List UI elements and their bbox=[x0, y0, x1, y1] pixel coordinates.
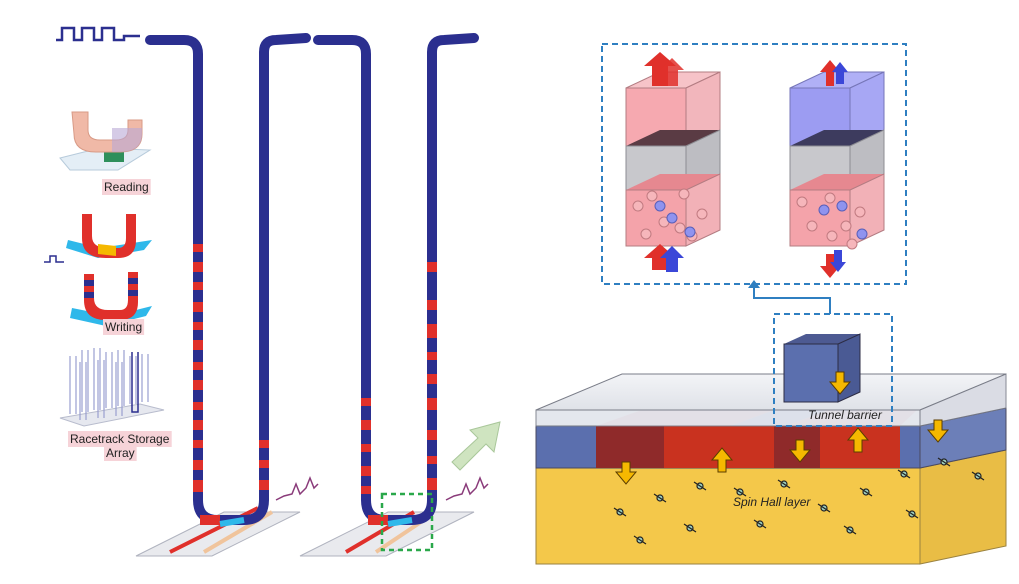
storage-label-line1: Racetrack Storage bbox=[70, 432, 170, 446]
zoom-arrow-icon bbox=[451, 421, 501, 471]
racetrack-1 bbox=[135, 33, 319, 557]
pulse-waveform-icon bbox=[56, 26, 140, 42]
pulse-waveform-icon bbox=[275, 475, 319, 501]
reading-label: Reading bbox=[104, 180, 149, 194]
pillar-zoom-box bbox=[773, 313, 893, 427]
connector-line bbox=[753, 286, 831, 314]
spin-arrow-icon bbox=[820, 254, 840, 278]
writing-head-icon bbox=[44, 214, 152, 326]
zoom-region-box bbox=[380, 492, 434, 552]
racetrack-2 bbox=[299, 33, 489, 557]
spin-hall-layer-label: Spin Hall layer bbox=[733, 495, 811, 509]
writing-label-highlight bbox=[103, 319, 145, 335]
racetrack-cross-section bbox=[535, 313, 1007, 565]
storage-label-line2: Array bbox=[106, 446, 135, 460]
reading-head-icon bbox=[59, 111, 152, 171]
reading-label-highlight bbox=[102, 179, 151, 195]
tunnel-barrier-label: Tunnel barrier bbox=[808, 408, 883, 422]
writing-label: Writing bbox=[105, 320, 142, 334]
racetrack-array-icon bbox=[59, 348, 165, 427]
storage-label-line2-highlight bbox=[104, 445, 137, 461]
spin-arrow-icon bbox=[820, 60, 840, 86]
mtj-stack-parallel bbox=[625, 52, 721, 272]
magnetization-arrow-icon bbox=[614, 371, 950, 485]
mtj-stack-antiparallel bbox=[789, 60, 885, 278]
electron-icon bbox=[632, 188, 708, 242]
spin-arrow-icon bbox=[613, 457, 985, 545]
electron-icon bbox=[796, 192, 868, 250]
pulse-waveform-icon bbox=[445, 475, 489, 501]
storage-label-line1-highlight bbox=[68, 431, 172, 447]
